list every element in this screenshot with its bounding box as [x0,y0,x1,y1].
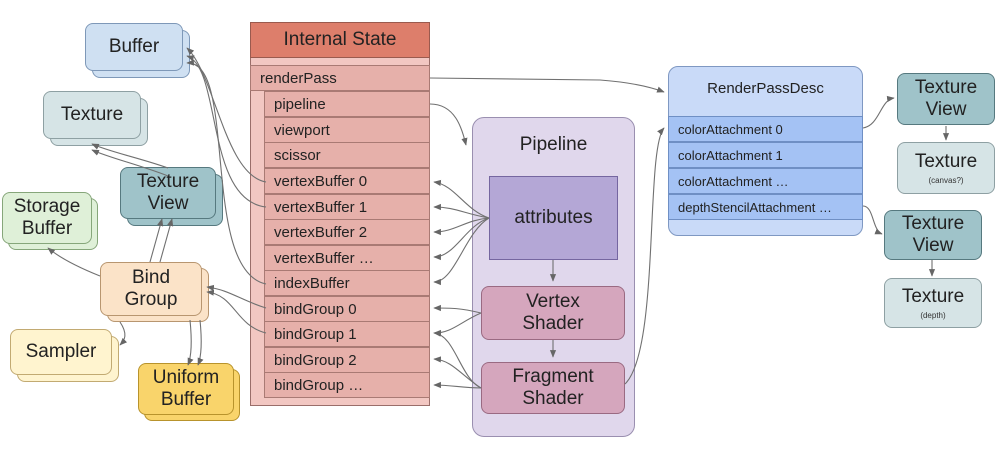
color-attachment-1-row: colorAttachment 1 [668,142,863,168]
depth-texture-view-label-line1: Texture [901,213,965,235]
storage-buffer-label-line1: Storage [13,196,81,218]
color-texture-view-box: Texture View [897,73,995,125]
uniform-buffer-label-line2: Buffer [160,389,212,410]
state-row-viewport: viewport [264,117,430,143]
fragment-shader-label-line2: Shader [522,388,584,409]
bind-group-box: Bind Group [100,262,202,316]
storage-buffer-box: Storage Buffer [2,192,92,244]
vertex-shader-label-line1: Vertex [526,291,580,313]
vertex-shader-box: Vertex Shader [481,286,625,340]
texture-label: Texture [60,104,124,126]
state-row-vertex-buffer-0: vertexBuffer 0 [264,168,430,194]
state-row-index-buffer: indexBuffer [264,270,430,296]
bind-group-label-line2: Group [124,289,178,310]
depth-texture-box: Texture (depth) [884,278,982,328]
depth-texture-label: Texture [901,285,965,307]
canvas-texture-box: Texture (canvas?) [897,142,995,194]
state-row-pipeline: pipeline [264,91,430,117]
state-row-bind-group-1: bindGroup 1 [264,321,430,347]
vertex-shader-label-line2: Shader [522,313,584,334]
state-row-render-pass: renderPass [250,65,430,91]
render-pass-desc-title: RenderPassDesc [707,80,824,97]
depth-stencil-attachment-row: depthStencilAttachment … [668,194,863,220]
depth-texture-view-label-line2: View [912,235,954,256]
state-row-bind-group-2: bindGroup 2 [264,347,430,373]
sampler-box: Sampler [10,329,112,375]
state-row-vertex-buffer-2: vertexBuffer 2 [264,219,430,245]
texture-box: Texture [43,91,141,139]
color-attachment-0-row: colorAttachment 0 [668,116,863,142]
color-attachment-more-row: colorAttachment … [668,168,863,194]
fragment-shader-label-line1: Fragment [512,366,594,388]
state-row-scissor: scissor [264,142,430,168]
uniform-buffer-label-line1: Uniform [152,367,220,389]
bind-group-label-line1: Bind [131,267,171,289]
storage-buffer-label-line2: Buffer [21,218,73,239]
canvas-texture-note: (canvas?) [928,175,964,185]
state-row-bind-group-more: bindGroup … [264,372,430,398]
state-row-vertex-buffer-1: vertexBuffer 1 [264,194,430,220]
pipeline-title: Pipeline [519,134,588,155]
buffer-label: Buffer [108,36,160,58]
texture-view-label-line1: Texture [136,171,200,193]
color-texture-view-label-line1: Texture [914,77,978,99]
depth-texture-note: (depth) [920,310,946,320]
texture-view-label-line2: View [147,193,189,214]
uniform-buffer-box: Uniform Buffer [138,363,234,415]
texture-view-box: Texture View [120,167,216,219]
depth-texture-view-box: Texture View [884,210,982,260]
attributes-label: attributes [514,207,593,229]
internal-state-title: Internal State [250,22,430,58]
sampler-label: Sampler [25,341,97,363]
attributes-box: attributes [489,176,618,260]
state-row-bind-group-0: bindGroup 0 [264,296,430,322]
state-row-vertex-buffer-more: vertexBuffer … [264,245,430,271]
canvas-texture-label: Texture [914,150,978,172]
buffer-box: Buffer [85,23,183,71]
color-texture-view-label-line2: View [925,99,967,120]
fragment-shader-box: Fragment Shader [481,362,625,414]
